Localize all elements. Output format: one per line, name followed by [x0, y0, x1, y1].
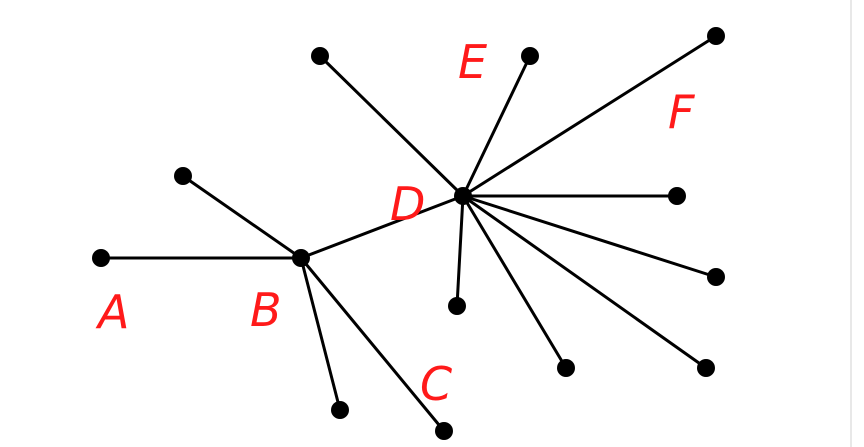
node-d	[454, 187, 472, 205]
edge-b-d	[299, 194, 465, 260]
node-c	[435, 422, 453, 440]
node-n6	[697, 359, 715, 377]
nodes-group	[92, 27, 725, 440]
label-d: D	[390, 177, 425, 231]
node-n5	[707, 268, 725, 286]
node-n2	[331, 401, 349, 419]
node-b	[292, 249, 310, 267]
node-f	[707, 27, 725, 45]
node-n8	[448, 297, 466, 315]
edge-d-n8	[455, 194, 465, 308]
label-b: B	[250, 283, 282, 337]
node-n4	[668, 187, 686, 205]
label-e: E	[458, 35, 487, 89]
edge-b-c	[299, 256, 446, 433]
edge-d-n7	[461, 194, 568, 370]
edge-d-n3	[318, 54, 465, 198]
node-n7	[557, 359, 575, 377]
node-e	[521, 47, 539, 65]
edge-b-n1	[181, 174, 303, 260]
label-c: C	[420, 357, 452, 411]
node-n3	[311, 47, 329, 65]
label-f: F	[668, 85, 695, 139]
edge-d-n5	[461, 194, 718, 279]
edge-d-n6	[461, 194, 708, 370]
node-n1	[174, 167, 192, 185]
edges-group	[99, 34, 718, 433]
edge-d-f	[461, 34, 718, 198]
node-a	[92, 249, 110, 267]
edge-b-n2	[299, 256, 342, 412]
edge-d-e	[461, 54, 532, 198]
label-a: A	[95, 285, 129, 339]
